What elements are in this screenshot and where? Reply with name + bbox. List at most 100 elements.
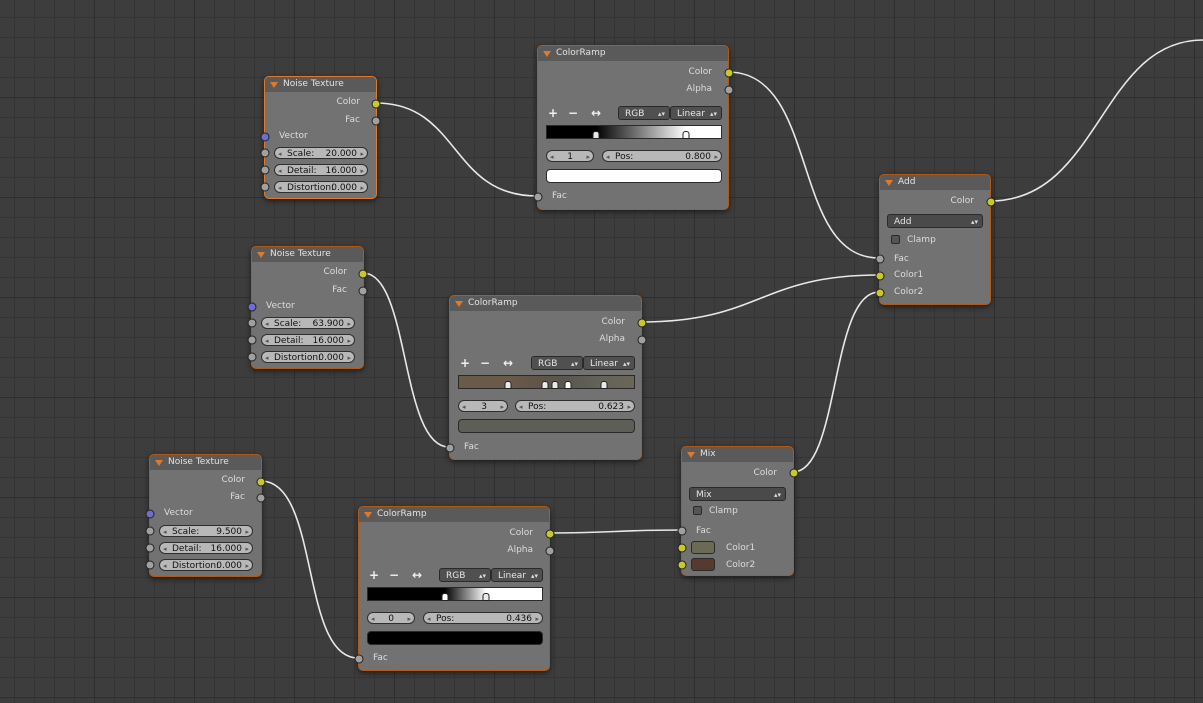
color-ramp-node-3[interactable]: ColorRamp Color Alpha + − ↔ RGB▴▾ Linear… — [354, 506, 555, 671]
stop-index-field[interactable]: ◂1▸ — [546, 150, 594, 162]
position-field[interactable]: ◂Pos:0.436▸ — [423, 612, 543, 624]
ramp-stop[interactable] — [592, 131, 600, 139]
flip-ramp-button[interactable]: ↔ — [412, 568, 423, 582]
output-alpha-socket[interactable] — [545, 546, 555, 556]
triangle-down-icon[interactable] — [257, 252, 265, 258]
scale-field[interactable]: ◂Scale:20.000▸ — [274, 147, 368, 159]
input-distortion-socket[interactable] — [247, 352, 257, 362]
input-color2-socket[interactable] — [677, 560, 687, 570]
output-color-socket[interactable] — [545, 529, 555, 539]
node-header[interactable]: ColorRamp — [450, 296, 641, 311]
input-fac-socket[interactable] — [677, 526, 687, 536]
add-node[interactable]: Add Color Add▴▾ Clamp Fac Color1 Color2 — [875, 174, 996, 305]
triangle-down-icon[interactable] — [543, 51, 551, 57]
output-color-socket[interactable] — [256, 477, 266, 487]
ramp-stop-active[interactable] — [441, 593, 449, 601]
triangle-down-icon[interactable] — [455, 301, 463, 307]
ramp-stop-active[interactable] — [564, 381, 571, 389]
add-stop-button[interactable]: + — [460, 356, 471, 370]
blend-mode-dropdown[interactable]: Mix▴▾ — [689, 487, 786, 501]
color-ramp-node-1[interactable]: ColorRamp Color Alpha + − ↔ RGB▴▾ Linear… — [533, 45, 734, 210]
color-ramp-gradient[interactable] — [546, 125, 722, 139]
input-distortion-socket[interactable] — [260, 182, 270, 192]
color-ramp-gradient[interactable] — [458, 375, 635, 389]
noise-texture-node-1[interactable]: Noise Texture Color Fac Vector ◂Scale:20… — [260, 76, 381, 199]
scale-field[interactable]: ◂Scale:9.500▸ — [159, 525, 253, 537]
color1-swatch[interactable] — [691, 541, 715, 554]
ramp-stop-active[interactable] — [682, 131, 690, 139]
triangle-down-icon[interactable] — [270, 82, 278, 88]
input-color2-socket[interactable] — [875, 288, 885, 298]
input-distortion-socket[interactable] — [145, 560, 155, 570]
stop-index-field[interactable]: ◂0▸ — [367, 612, 415, 624]
output-alpha-socket[interactable] — [724, 85, 734, 95]
noise-texture-node-2[interactable]: Noise Texture Color Fac Vector ◂Scale:63… — [247, 246, 368, 369]
input-fac-socket[interactable] — [533, 192, 543, 202]
output-fac-socket[interactable] — [358, 286, 368, 296]
stop-color-swatch[interactable] — [546, 169, 722, 183]
output-alpha-socket[interactable] — [637, 335, 647, 345]
input-scale-socket[interactable] — [247, 318, 257, 328]
output-color-socket[interactable] — [637, 318, 647, 328]
interpolation-dropdown[interactable]: Linear▴▾ — [670, 106, 722, 120]
input-vector-socket[interactable] — [260, 132, 270, 142]
output-fac-socket[interactable] — [256, 493, 266, 503]
stop-color-swatch[interactable] — [458, 419, 635, 433]
position-field[interactable]: ◂Pos:0.800▸ — [602, 150, 722, 162]
color-mode-dropdown[interactable]: RGB▴▾ — [439, 568, 491, 582]
input-detail-socket[interactable] — [145, 543, 155, 553]
node-header[interactable]: Add — [880, 175, 990, 190]
node-header[interactable]: Mix — [682, 447, 793, 462]
interpolation-dropdown[interactable]: Linear▴▾ — [491, 568, 543, 582]
clamp-checkbox[interactable] — [891, 235, 900, 244]
triangle-down-icon[interactable] — [155, 460, 163, 466]
mix-node[interactable]: Mix Color Mix▴▾ Clamp Fac Color1 Color2 — [677, 446, 799, 576]
node-header[interactable]: Noise Texture — [150, 455, 261, 470]
node-header[interactable]: ColorRamp — [359, 507, 549, 522]
triangle-down-icon[interactable] — [687, 452, 695, 458]
color2-swatch[interactable] — [691, 558, 715, 571]
input-fac-socket[interactable] — [445, 443, 455, 453]
remove-stop-button[interactable]: − — [480, 356, 491, 370]
output-color-socket[interactable] — [986, 197, 996, 207]
input-color1-socket[interactable] — [677, 543, 687, 553]
flip-ramp-button[interactable]: ↔ — [503, 356, 514, 370]
distortion-field[interactable]: ◂Distortion:0.000▸ — [274, 181, 368, 193]
input-scale-socket[interactable] — [145, 526, 155, 536]
add-stop-button[interactable]: + — [369, 568, 380, 582]
stop-index-field[interactable]: ◂3▸ — [458, 400, 508, 412]
color-mode-dropdown[interactable]: RGB▴▾ — [531, 356, 583, 370]
ramp-stop[interactable] — [600, 381, 608, 389]
node-header[interactable]: ColorRamp — [538, 46, 728, 61]
node-header[interactable]: Noise Texture — [265, 77, 376, 92]
triangle-down-icon[interactable] — [364, 512, 372, 518]
remove-stop-button[interactable]: − — [389, 568, 400, 582]
detail-field[interactable]: ◂Detail:16.000▸ — [159, 542, 253, 554]
input-scale-socket[interactable] — [260, 148, 270, 158]
ramp-stop[interactable] — [551, 381, 559, 389]
color-ramp-node-2[interactable]: ColorRamp Color Alpha + − ↔ RGB▴▾ Linear… — [445, 295, 647, 460]
triangle-down-icon[interactable] — [885, 180, 893, 186]
scale-field[interactable]: ◂Scale:63.900▸ — [261, 317, 355, 329]
distortion-field[interactable]: ◂Distortion:0.000▸ — [261, 351, 355, 363]
node-header[interactable]: Noise Texture — [252, 247, 363, 262]
output-fac-socket[interactable] — [371, 116, 381, 126]
flip-ramp-button[interactable]: ↔ — [591, 106, 602, 120]
detail-field[interactable]: ◂Detail:16.000▸ — [261, 334, 355, 346]
ramp-stop[interactable] — [504, 381, 512, 389]
input-detail-socket[interactable] — [247, 335, 257, 345]
blend-mode-dropdown[interactable]: Add▴▾ — [887, 214, 983, 228]
output-color-socket[interactable] — [789, 468, 799, 478]
distortion-field[interactable]: ◂Distortion:0.000▸ — [159, 559, 253, 571]
input-fac-socket[interactable] — [875, 254, 885, 264]
stop-color-swatch[interactable] — [367, 631, 543, 645]
output-color-socket[interactable] — [371, 99, 381, 109]
input-fac-socket[interactable] — [354, 654, 364, 664]
position-field[interactable]: ◂Pos:0.623▸ — [515, 400, 635, 412]
remove-stop-button[interactable]: − — [568, 106, 579, 120]
output-color-socket[interactable] — [724, 68, 734, 78]
output-color-socket[interactable] — [358, 269, 368, 279]
detail-field[interactable]: ◂Detail:16.000▸ — [274, 164, 368, 176]
input-vector-socket[interactable] — [145, 509, 155, 519]
input-detail-socket[interactable] — [260, 165, 270, 175]
